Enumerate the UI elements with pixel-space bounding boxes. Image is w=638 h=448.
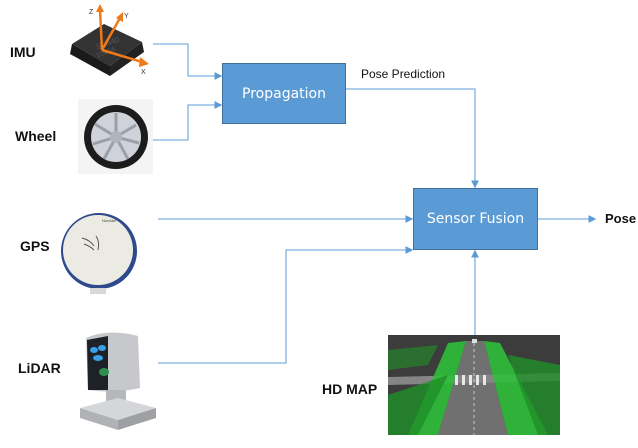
pose-prediction-label: Pose Prediction	[361, 67, 446, 81]
hdmap-label: HD MAP	[322, 381, 378, 397]
hd-map-image	[388, 335, 560, 435]
gps-antenna-icon: NovAtel	[61, 213, 137, 294]
axis-x-label: X	[141, 69, 146, 76]
sensor-fusion-box: Sensor Fusion	[413, 188, 538, 250]
gps-label: GPS	[20, 238, 50, 254]
propagation-label: Propagation	[242, 85, 326, 102]
svg-text:NovAtel: NovAtel	[102, 218, 116, 223]
sensor-fusion-label: Sensor Fusion	[426, 211, 525, 227]
axis-z-label: Z	[89, 9, 94, 16]
imu-chip-icon: SC440 1040A Z Y X	[70, 4, 149, 76]
wire-lidar-to-fusion	[158, 246, 414, 364]
axis-y-label: Y	[124, 13, 129, 20]
wire-imu-to-propagation	[153, 43, 223, 80]
wire-propagation-to-fusion	[346, 88, 479, 189]
wheel-label: Wheel	[15, 128, 57, 144]
lidar-sensor-icon	[80, 332, 156, 430]
propagation-box: Propagation	[222, 63, 346, 124]
wire-wheel-to-propagation	[153, 101, 223, 141]
imu-label: IMU	[10, 44, 36, 60]
pose-output-label: Pose	[605, 211, 637, 226]
lidar-label: LiDAR	[18, 360, 61, 376]
wheel-icon	[78, 99, 153, 174]
